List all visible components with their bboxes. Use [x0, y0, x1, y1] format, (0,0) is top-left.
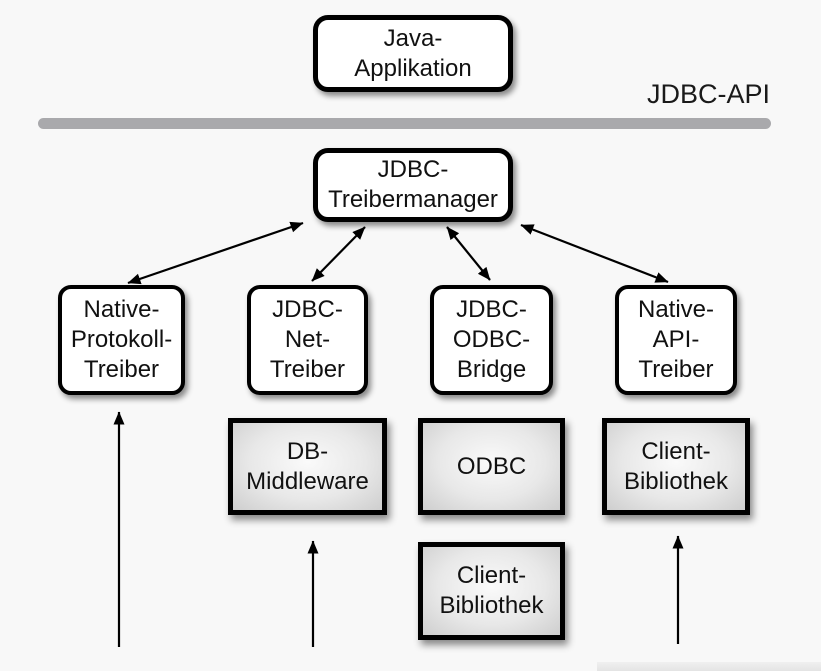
node-native-api-treiber: Native- API- Treiber	[615, 285, 737, 395]
arrow-manager-native-protokoll	[127, 221, 304, 285]
node-native-protokoll-treiber: Native- Protokoll- Treiber	[58, 285, 185, 395]
node-client-bibliothek-right-label: Client- Bibliothek	[623, 437, 729, 495]
node-jdbc-treibermanager: JDBC- Treibermanager	[313, 148, 513, 222]
node-db-middleware-label: DB- Middleware	[246, 437, 369, 495]
node-odbc: ODBC	[418, 418, 565, 515]
node-native-api-treiber-label: Native- API- Treiber	[637, 296, 715, 383]
node-client-bibliothek-right: Client- Bibliothek	[602, 418, 750, 515]
node-java-applikation-label: Java- Applikation	[354, 24, 472, 82]
node-jdbc-treibermanager-label: JDBC- Treibermanager	[328, 156, 498, 213]
node-client-bibliothek-bottom: Client- Bibliothek	[418, 542, 565, 640]
jdbc-api-separator-bar	[38, 118, 771, 129]
node-jdbc-net-treiber-label: JDBC- Net- Treiber	[269, 296, 346, 383]
node-client-bibliothek-bottom-label: Client- Bibliothek	[439, 562, 544, 619]
arrow-manager-native-api	[520, 223, 669, 284]
arrow-manager-jdbc-odbc	[446, 226, 491, 281]
node-jdbc-odbc-bridge-label: JDBC- ODBC- Bridge	[452, 296, 531, 383]
arrow-manager-jdbc-net	[311, 226, 366, 282]
node-odbc-label: ODBC	[456, 452, 527, 480]
cutoff-box-bottom-right	[597, 662, 821, 671]
node-db-middleware: DB- Middleware	[228, 418, 387, 515]
jdbc-api-label: JDBC-API	[646, 79, 770, 109]
node-java-applikation: Java- Applikation	[313, 15, 513, 92]
node-jdbc-odbc-bridge: JDBC- ODBC- Bridge	[430, 285, 553, 395]
node-native-protokoll-treiber-label: Native- Protokoll- Treiber	[70, 296, 173, 383]
node-jdbc-net-treiber: JDBC- Net- Treiber	[247, 285, 368, 395]
